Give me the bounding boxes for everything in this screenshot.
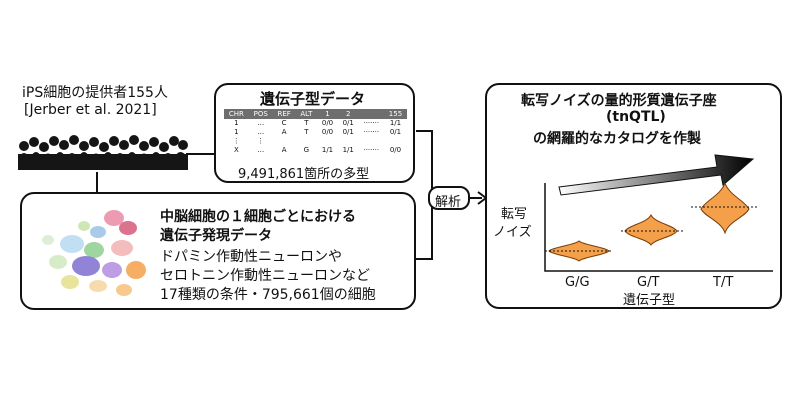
violin-plot [544,183,773,272]
donors-citation: [Jerber et al. 2021] [24,102,157,118]
expression-body-line3: 17種類の条件・795,661個の細胞 [160,287,376,303]
table-cell: 0/1 [389,128,402,136]
table-cell: T [304,128,309,136]
x-category-gt: G/T [637,275,660,290]
table-cell: 1/1 [321,146,334,154]
expression-title-line1: 中脳細胞の１細胞ごとにおける [160,209,356,225]
x-category-gg: G/G [565,275,590,290]
expression-body-line2: セロトニン作動性ニューロンなど [160,268,370,284]
violin-gt [624,213,678,246]
table-cell: 0/0 [321,119,334,127]
table-cell: C [281,119,287,127]
result-title-line1: 転写ノイズの量的形質遺伝子座 [521,93,717,109]
table-cell: 0/1 [342,128,354,136]
ellipsis-cell: ⋮ [232,137,240,145]
analysis-label: 解析 [435,195,462,210]
table-header: 2 [337,109,359,119]
table-cell: 0/0 [389,146,402,154]
table-header: 1 [317,109,338,119]
genotype-title: 遺伝子型データ [260,90,366,108]
table-header [358,109,384,119]
table-cell: 1/1 [342,146,354,154]
ellipsis-cell: ······· [363,119,380,127]
ellipsis-cell: ······· [363,128,380,136]
expression-data-box: 中脳細胞の１細胞ごとにおける 遺伝子発現データ ドパミン作動性ニューロンや セロ… [20,192,416,310]
x-axis-label: 遺伝子型 [623,293,676,308]
table-header: REF [272,109,296,119]
table-cell: … [257,119,265,127]
table-cell: A [281,146,287,154]
analysis-label-box: 解析 [428,186,470,210]
genotype-data-box: 遺伝子型データ CHR POS REF ALT 1 2 155 1 … C T … [214,83,415,183]
table-row: 1 … C T 0/0 0/1 ······· 1/1 [224,119,407,128]
table-header: ALT [295,109,318,119]
connector-line [96,172,98,194]
genotype-table: CHR POS REF ALT 1 2 155 1 … C T 0/0 0/1 … [224,109,407,155]
umap-scatter-icon [42,210,146,296]
ellipsis-cell: ⋮ [257,137,265,145]
table-cell: … [257,146,265,154]
result-title-line3: の網羅的なカタログを作製 [533,131,701,147]
table-header: POS [248,109,273,119]
table-cell: 1 [234,128,239,136]
expression-body-line1: ドパミン作動性ニューロンや [160,249,342,265]
genotype-caption: 9,491,861箇所の多型 [238,167,370,182]
table-cell: 0/0 [321,128,334,136]
result-title-line2: (tnQTL) [606,109,666,125]
donors-title: iPS細胞の提供者155人 [22,85,168,101]
table-cell: 0/1 [342,119,354,127]
x-category-tt: T/T [713,275,734,290]
y-axis-label-line1: 転写 [501,207,528,222]
table-cell: … [257,128,265,136]
result-box: 転写ノイズの量的形質遺伝子座 (tnQTL) の網羅的なカタログを作製 転写 ノ… [485,83,782,309]
table-row: 1 … A T 0/0 0/1 ······· 0/1 [224,128,407,137]
table-cell: G [303,146,310,154]
y-axis-label-line2: ノイズ [493,225,532,240]
table-header: CHR [224,109,249,119]
ellipsis-cell: ······· [363,146,380,154]
table-cell: X [233,146,239,154]
table-cell: T [304,119,309,127]
table-cell: 1/1 [389,119,402,127]
table-row: X … A G 1/1 1/1 ······· 0/0 [224,146,407,155]
table-row: ⋮ ⋮ [224,137,407,146]
expression-title-line2: 遺伝子発現データ [160,228,272,244]
connector-line [186,153,216,155]
violin-tt [700,183,750,235]
table-cell: A [281,128,287,136]
increasing-arrow-icon [558,154,755,196]
table-header: 155 [383,109,407,119]
crowd-silhouette-icon [18,135,188,170]
table-cell: 1 [234,119,239,127]
